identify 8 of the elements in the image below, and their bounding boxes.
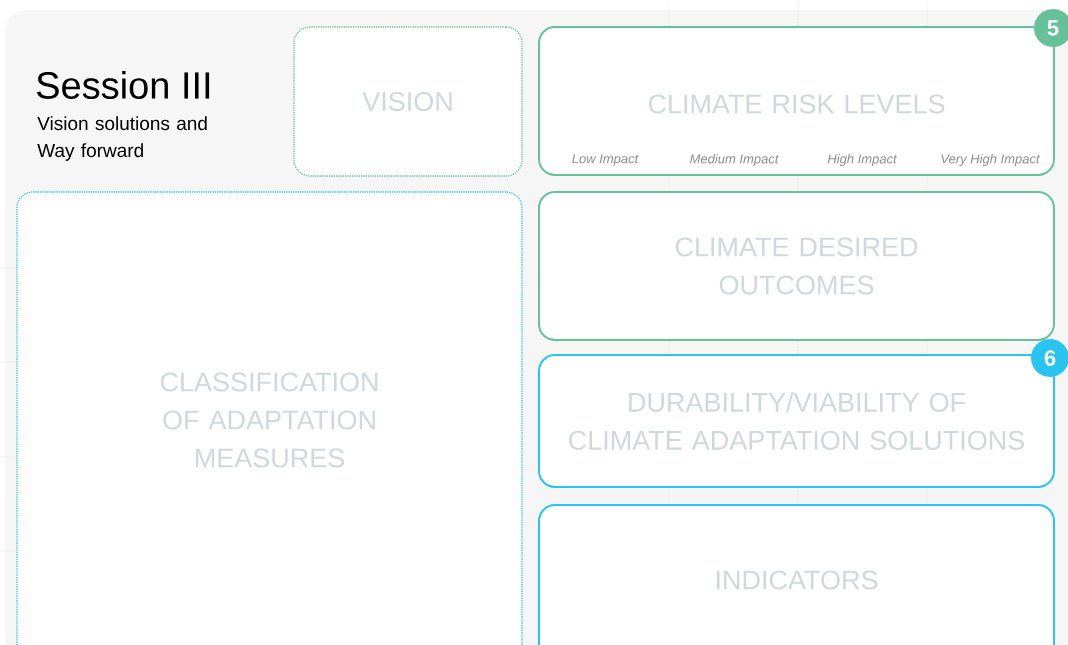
number-badge: 6 xyxy=(1031,339,1068,377)
column-label: Medium Impact xyxy=(690,153,779,167)
number-badge: 5 xyxy=(1034,9,1068,47)
title: Session III xyxy=(36,71,210,99)
subtitle: Vision solutions and Way forward xyxy=(37,116,207,161)
column-label: Low Impact xyxy=(572,154,639,166)
column-label: High Impact xyxy=(827,153,898,167)
column-label: Very High Impact xyxy=(941,153,1041,167)
